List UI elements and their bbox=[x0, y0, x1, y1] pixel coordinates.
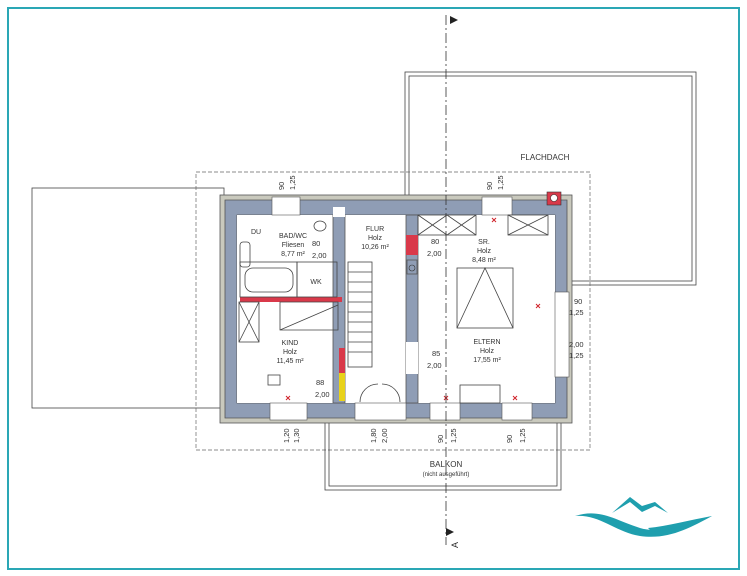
dim-door-sr-w: 80 bbox=[431, 237, 439, 246]
fixtures bbox=[238, 214, 549, 404]
kind-name: KIND bbox=[282, 340, 299, 347]
dim-door-kind-w: 88 bbox=[316, 378, 324, 387]
dim-top-right-h: 1,25 bbox=[496, 175, 505, 190]
dim-top-left-h: 1,25 bbox=[288, 175, 297, 190]
bad-floor: Fliesen bbox=[282, 242, 305, 249]
wk-label: WK bbox=[310, 279, 322, 286]
dim-top-left-w: 90 bbox=[277, 182, 286, 190]
flur-area: 10,26 m² bbox=[361, 244, 389, 251]
dim-bottom-flur-w: 1,80 bbox=[369, 428, 378, 443]
bad-area: 8,77 m² bbox=[281, 251, 305, 258]
dim-right-lower-w: 2,00 bbox=[569, 340, 584, 349]
flur-name: FLUR bbox=[366, 226, 384, 233]
flachdach-label: FLACHDACH bbox=[521, 153, 570, 162]
du-label: DU bbox=[251, 229, 261, 236]
walls bbox=[219, 191, 573, 424]
sr-name: SR. bbox=[478, 239, 490, 246]
dim-door-eltern-h: 2,00 bbox=[427, 361, 442, 370]
dim-door-kind-h: 2,00 bbox=[315, 390, 330, 399]
dim-door-bad-h: 2,00 bbox=[312, 251, 327, 260]
kind-floor: Holz bbox=[283, 349, 298, 356]
dim-right-lower-h: 1,25 bbox=[569, 351, 584, 360]
balkon-label: BALKON bbox=[430, 460, 463, 469]
dim-door-sr-h: 2,00 bbox=[427, 249, 442, 258]
dim-right-upper-h: 1,25 bbox=[569, 308, 584, 317]
dimensions: 90 1,25 90 1,25 90 1,25 2,00 1,25 80 2,0… bbox=[277, 175, 584, 443]
section-line: A bbox=[445, 15, 460, 548]
dim-top-right-w: 90 bbox=[485, 182, 494, 190]
kind-area: 11,45 m² bbox=[276, 358, 304, 365]
dim-bottom-flur-h: 2,00 bbox=[380, 428, 389, 443]
sr-floor: Holz bbox=[477, 248, 492, 255]
dim-right-upper-w: 90 bbox=[574, 297, 582, 306]
bad-name: BAD/WC bbox=[279, 233, 307, 240]
eltern-name: ELTERN bbox=[473, 339, 500, 346]
dim-bottom-eltern2-h: 1,25 bbox=[518, 428, 527, 443]
dim-bottom-kind-h: 1,30 bbox=[292, 428, 301, 443]
logo bbox=[575, 497, 712, 537]
dim-bottom-eltern1-w: 90 bbox=[436, 435, 445, 443]
eltern-floor: Holz bbox=[480, 348, 495, 355]
dim-door-eltern-w: 85 bbox=[432, 349, 440, 358]
room-labels: DU BAD/WC Fliesen 8,77 m² FLUR Holz 10,2… bbox=[251, 226, 502, 365]
dim-door-bad-w: 80 bbox=[312, 239, 320, 248]
flur-floor: Holz bbox=[368, 235, 383, 242]
eltern-area: 17,55 m² bbox=[473, 357, 501, 364]
left-roof-outline bbox=[31, 187, 225, 409]
dim-bottom-eltern2-w: 90 bbox=[505, 435, 514, 443]
dim-bottom-kind-w: 1,20 bbox=[282, 428, 291, 443]
sr-area: 8,48 m² bbox=[472, 257, 496, 264]
section-marker: A bbox=[450, 542, 460, 548]
dim-bottom-eltern1-h: 1,25 bbox=[449, 428, 458, 443]
frame-border bbox=[7, 7, 740, 570]
